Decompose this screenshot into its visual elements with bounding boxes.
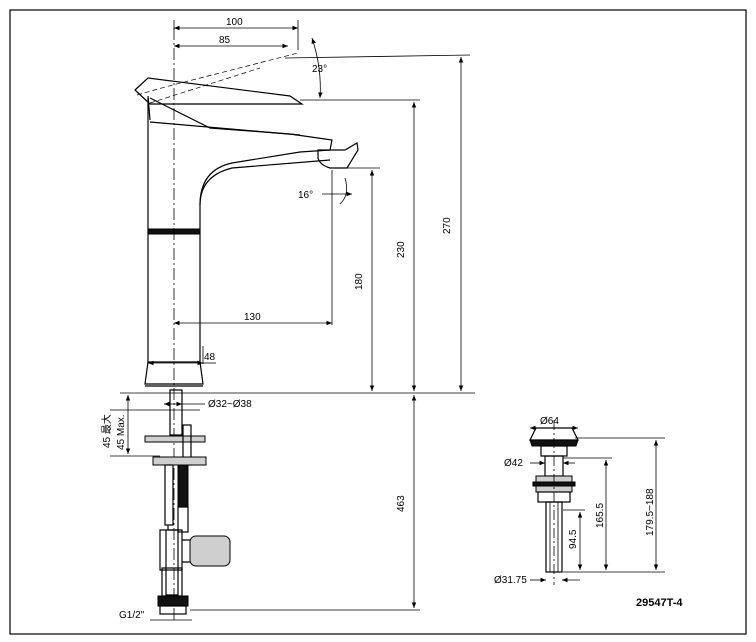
dim-inlet-thread: G1/2": [119, 610, 145, 621]
dim-drain-total-height: 179.5~188: [645, 488, 656, 536]
dim-spout-reach-handle: 85: [219, 35, 231, 46]
drawing-frame: [9, 9, 747, 635]
dim-drain-body-height: 165.5: [595, 503, 606, 528]
mounting-hardware: [144, 389, 231, 615]
model-code: 29547T-4: [636, 597, 683, 609]
dim-outlet-height: 180: [354, 273, 365, 290]
dim-base-width: 48: [204, 352, 216, 363]
dim-spout-angle: 16°: [298, 190, 313, 201]
dim-deck-thickness-en: 45 Max.: [116, 414, 127, 450]
dim-hole-diameter: Ø32~Ø38: [208, 399, 252, 410]
dim-total-height: 270: [442, 217, 453, 234]
dim-hose-length: 463: [396, 495, 407, 512]
dim-drain-tail-diameter: Ø31.75: [494, 575, 527, 586]
dim-spout-reach-outlet: 130: [244, 312, 261, 323]
drain-assembly: [529, 420, 579, 585]
dim-handle-angle: 23°: [312, 64, 327, 75]
dim-drain-flange-diameter: Ø42: [504, 458, 523, 469]
dim-spout-reach-total: 100: [226, 17, 243, 28]
dim-drain-tail-height: 94.5: [568, 529, 579, 549]
faucet-body: [134, 28, 359, 620]
dim-drain-cap-diameter: Ø64: [540, 416, 559, 427]
dim-spout-height: 230: [396, 241, 407, 258]
dim-deck-thickness-cn: 45 最大: [100, 414, 113, 448]
